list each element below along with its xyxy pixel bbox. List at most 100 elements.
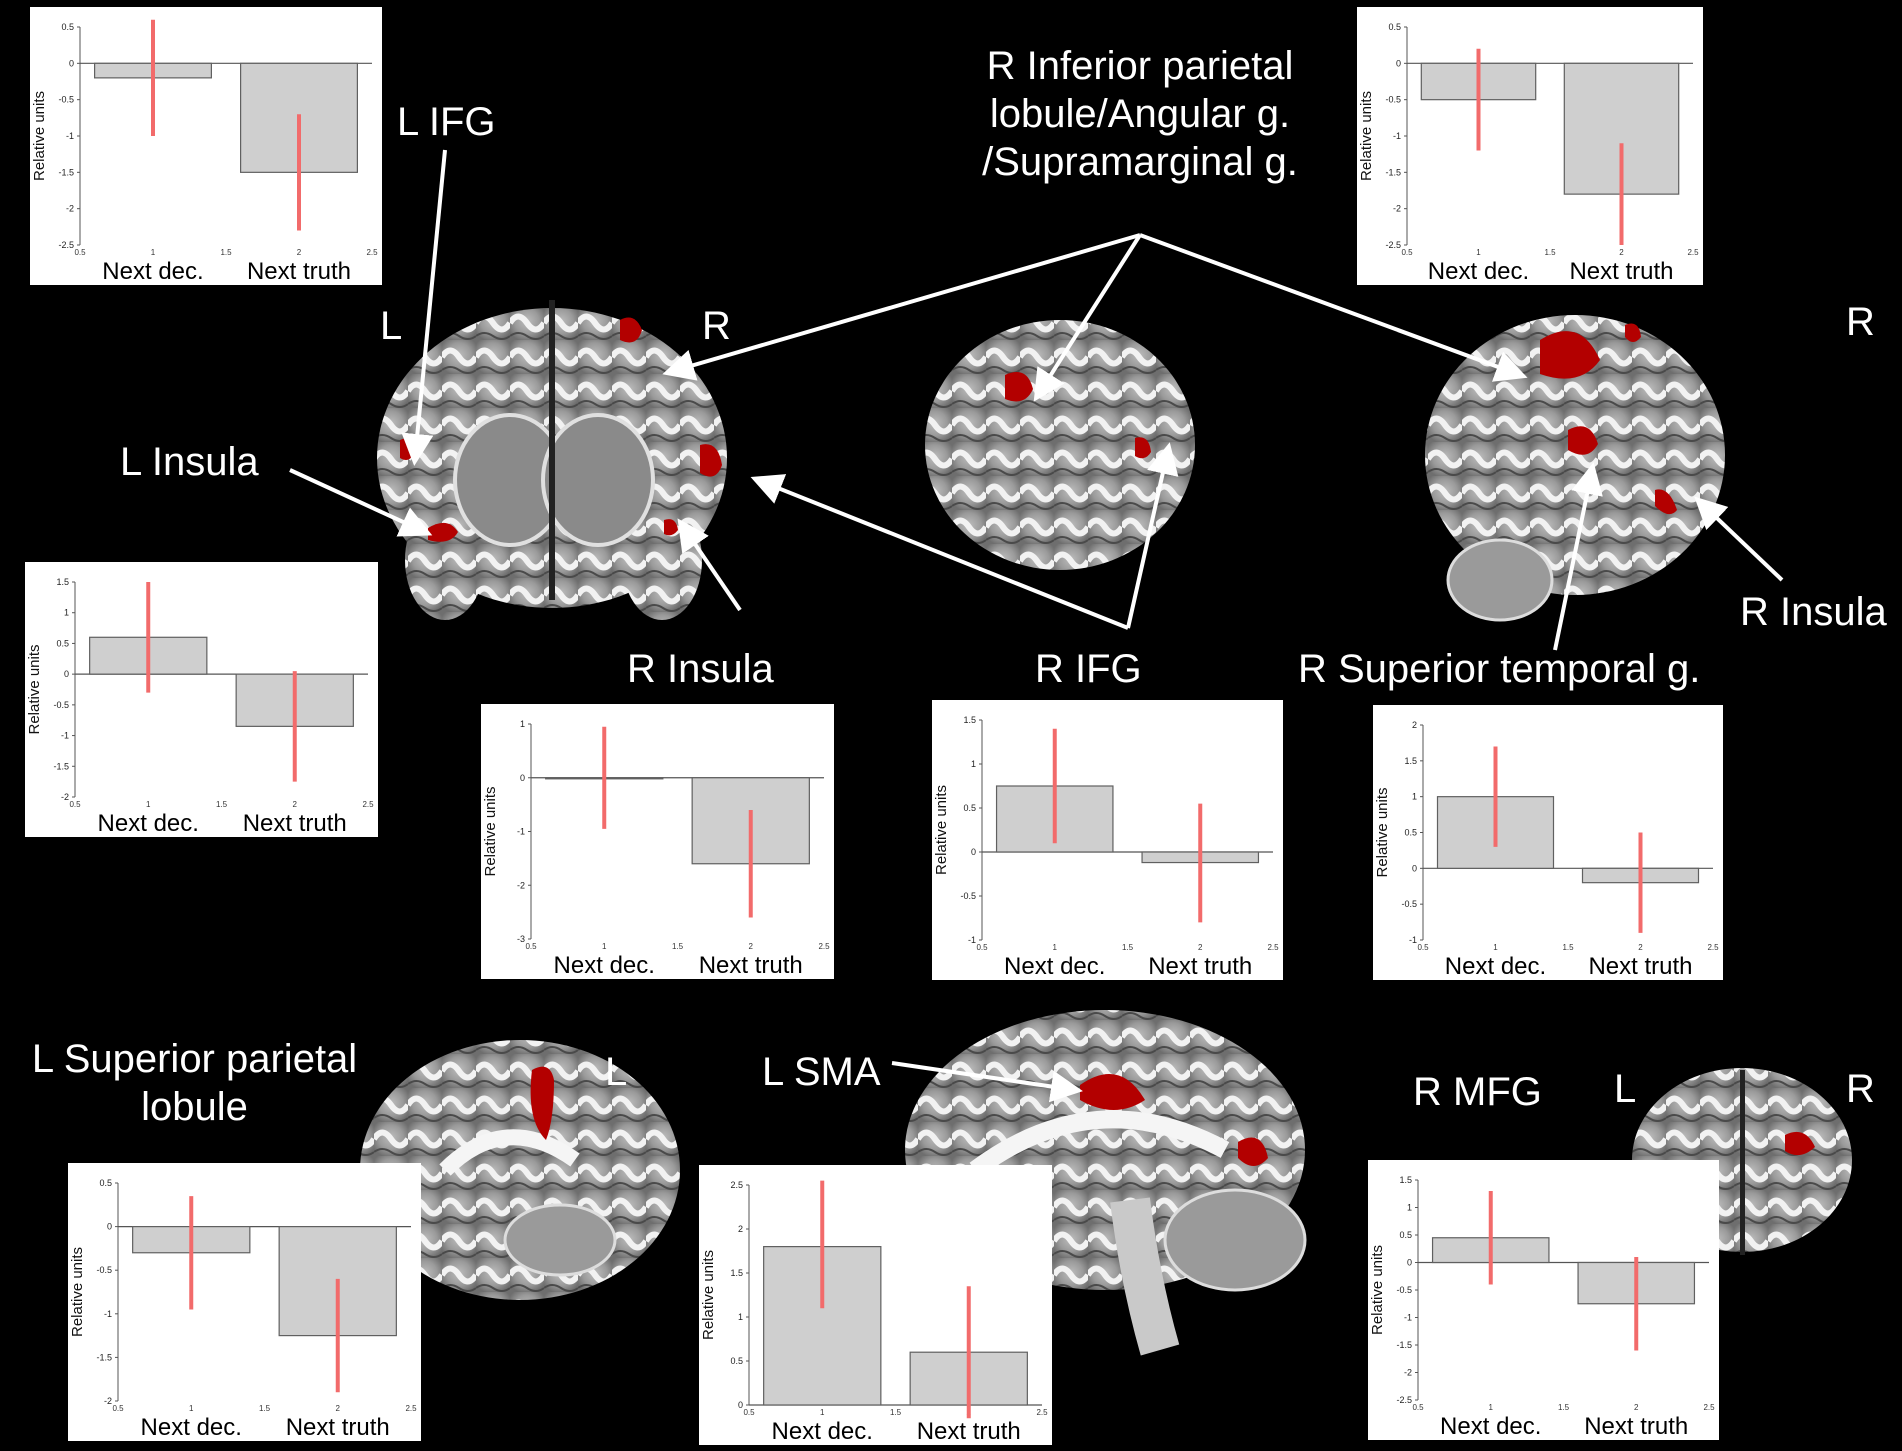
- label-sagittal-r: R: [1846, 300, 1875, 344]
- x-tick-label: 1.5: [890, 1408, 902, 1417]
- category-label: Next truth: [917, 1418, 1021, 1445]
- y-tick-label: 1: [971, 759, 976, 769]
- label-r-mfg: R MFG: [1413, 1070, 1542, 1114]
- y-tick-label: -2: [517, 880, 525, 890]
- x-tick-label: 1: [820, 1408, 825, 1417]
- label-r-stg: R Superior temporal g.: [1298, 647, 1701, 691]
- y-tick-label: -0.5: [1396, 1285, 1412, 1295]
- y-tick-label: -1.5: [58, 167, 74, 177]
- x-tick-label: 1.5: [1558, 1403, 1570, 1412]
- y-tick-label: 0: [64, 669, 69, 679]
- y-tick-label: -0.5: [1401, 899, 1417, 909]
- y-tick-label: -1.5: [53, 761, 69, 771]
- x-tick-label: 2: [1619, 248, 1624, 257]
- x-tick-label: 2: [297, 248, 302, 257]
- label-l-spl-line1: L Superior parietal: [31, 1037, 358, 1081]
- y-tick-label: -2: [104, 1396, 112, 1406]
- y-tick-label: -2: [66, 204, 74, 214]
- category-label: Next truth: [1588, 953, 1692, 980]
- y-tick-label: 2: [1412, 720, 1417, 730]
- label-coronal-r: R: [702, 304, 731, 348]
- x-tick-label: 2: [336, 1404, 341, 1413]
- x-tick-label: 1: [1489, 1403, 1494, 1412]
- y-tick-label: -2: [61, 792, 69, 802]
- y-tick-label: 0.5: [730, 1356, 743, 1366]
- category-label: Next dec.: [141, 1414, 242, 1441]
- y-axis-label: Relative units: [26, 644, 43, 734]
- x-tick-label: 0.5: [112, 1404, 124, 1413]
- y-tick-label: -2: [1404, 1368, 1412, 1378]
- y-tick-label: -2.5: [1396, 1395, 1412, 1405]
- y-tick-label: 0: [1396, 58, 1401, 68]
- y-tick-label: 0: [69, 58, 74, 68]
- y-axis-label: Relative units: [31, 91, 48, 181]
- y-tick-label: 0: [971, 847, 976, 857]
- y-tick-label: -1: [1393, 131, 1401, 141]
- y-tick-label: 1.5: [1404, 756, 1417, 766]
- x-tick-label: 1: [146, 800, 151, 809]
- y-tick-label: -0.5: [960, 891, 976, 901]
- y-tick-label: 0: [107, 1222, 112, 1232]
- category-label: Next truth: [1148, 953, 1252, 980]
- y-tick-label: -1: [1409, 935, 1417, 945]
- x-tick-label: 2.5: [366, 248, 378, 257]
- y-tick-label: -0.5: [58, 95, 74, 105]
- x-tick-label: 2.5: [818, 942, 830, 951]
- y-tick-label: -1: [104, 1309, 112, 1319]
- category-label: Next truth: [1569, 258, 1673, 285]
- lateral-brain-right: [1425, 315, 1725, 622]
- x-tick-label: 1.5: [1562, 943, 1574, 952]
- y-tick-label: 1.5: [1399, 1175, 1412, 1185]
- label-r-insula-right: R Insula: [1740, 590, 1887, 634]
- label-r-insula-mid: R Insula: [627, 647, 774, 691]
- y-tick-label: 1: [64, 608, 69, 618]
- y-tick-label: 2.5: [730, 1180, 743, 1190]
- x-tick-label: 1: [602, 942, 607, 951]
- y-tick-label: 0.5: [99, 1178, 112, 1188]
- x-tick-label: 1.5: [259, 1404, 271, 1413]
- y-tick-label: -1: [66, 131, 74, 141]
- category-label: Next truth: [247, 258, 351, 285]
- label-mfg-l: L: [1614, 1067, 1637, 1111]
- x-tick-label: 0.5: [976, 943, 988, 952]
- category-label: Next dec.: [1445, 953, 1546, 980]
- x-tick-label: 2.5: [1267, 943, 1279, 952]
- y-tick-label: -1: [517, 827, 525, 837]
- y-tick-label: 0: [1407, 1258, 1412, 1268]
- lateral-brain-middle: [925, 320, 1195, 570]
- y-tick-label: 0.5: [963, 803, 976, 813]
- y-tick-label: 1: [1412, 792, 1417, 802]
- x-tick-label: 2: [1198, 943, 1203, 952]
- x-tick-label: 2: [1634, 1403, 1639, 1412]
- y-tick-label: 1: [1407, 1203, 1412, 1213]
- y-tick-label: -2: [1393, 204, 1401, 214]
- label-r-ipl-line2: lobule/Angular g.: [989, 92, 1291, 136]
- y-tick-label: -1: [1404, 1313, 1412, 1323]
- label-l-spl-line2: lobule: [141, 1085, 248, 1129]
- x-tick-label: 1: [1053, 943, 1058, 952]
- x-tick-label: 2: [749, 942, 754, 951]
- x-tick-label: 1.5: [216, 800, 228, 809]
- x-tick-label: 0.5: [74, 248, 86, 257]
- x-tick-label: 1.5: [672, 942, 684, 951]
- category-label: Next dec.: [772, 1418, 873, 1445]
- y-tick-label: -3: [517, 934, 525, 944]
- category-label: Next dec.: [98, 810, 199, 837]
- category-label: Next dec.: [102, 258, 203, 285]
- y-tick-label: 0: [520, 773, 525, 783]
- x-tick-label: 1.5: [1544, 248, 1556, 257]
- y-tick-label: 0: [1412, 863, 1417, 873]
- y-tick-label: 1.5: [730, 1268, 743, 1278]
- y-tick-label: -0.5: [53, 700, 69, 710]
- y-tick-label: -1.5: [96, 1352, 112, 1362]
- y-tick-label: -1.5: [1385, 167, 1401, 177]
- y-tick-label: 0.5: [61, 22, 74, 32]
- x-tick-label: 1.5: [220, 248, 232, 257]
